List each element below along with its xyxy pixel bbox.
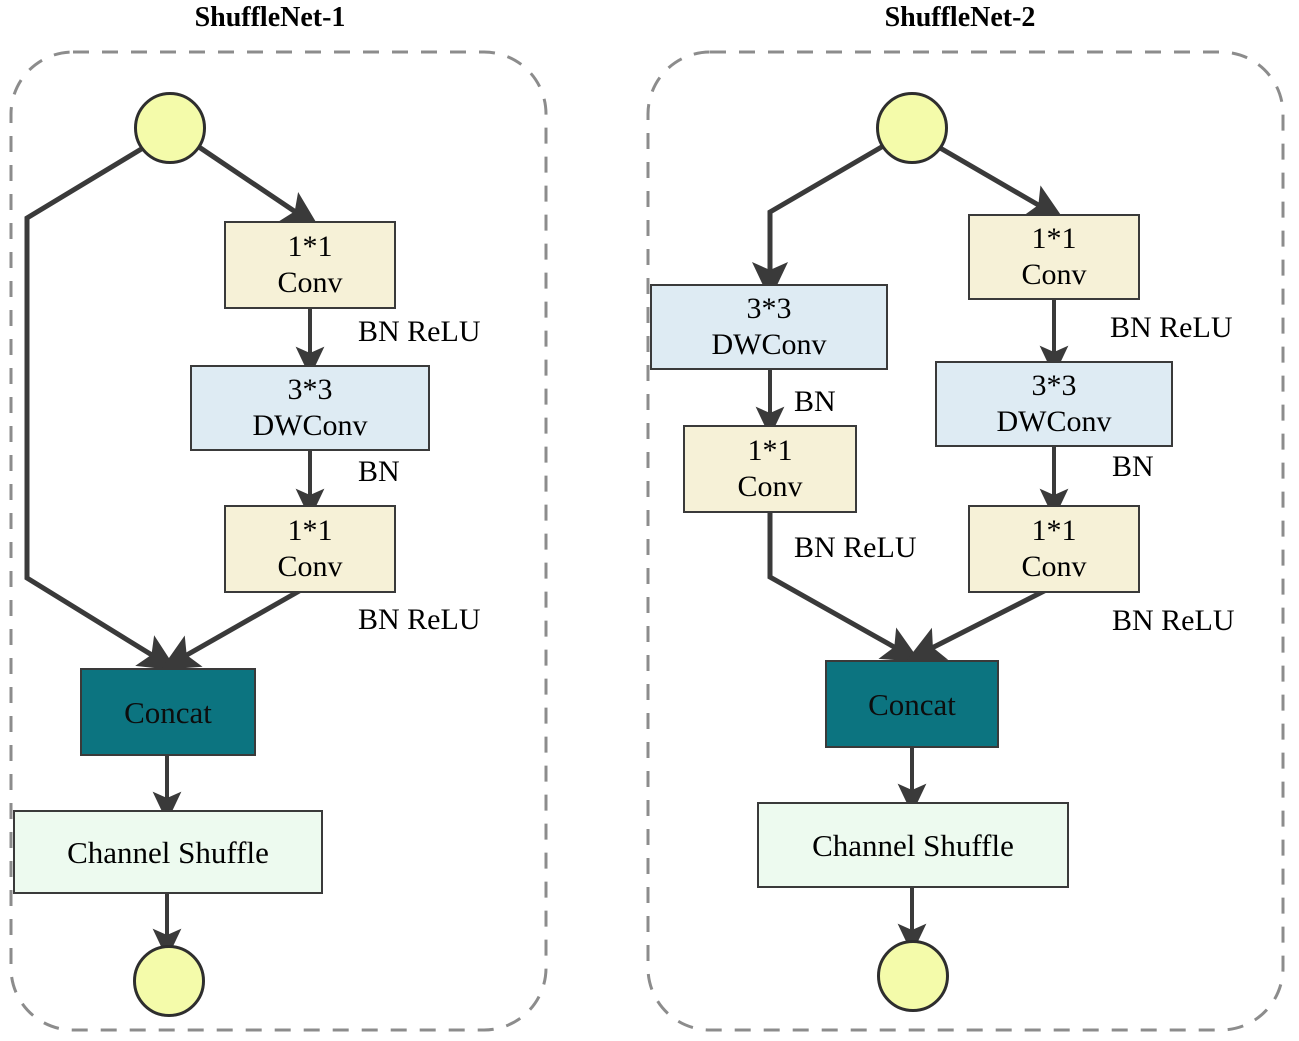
dwconv-box-line1: 3*3 [746, 292, 792, 325]
edge-left-conv-to-concat [767, 512, 921, 662]
conv-box-line1: 1*1 [747, 434, 793, 467]
conv-box-line2: Conv [277, 550, 343, 583]
dwconv-box-line2: DWConv [996, 405, 1112, 438]
dwconv-box-line1: 3*3 [1031, 369, 1077, 402]
edge-label-bn-relu-left-branch-right-panel: BN ReLU [794, 531, 917, 564]
output-node-right [877, 940, 949, 1012]
edge-label-bn-relu-2-left: BN ReLU [358, 603, 481, 636]
dwconv-box-line2: DWConv [711, 328, 827, 361]
conv-box-line1: 1*1 [287, 230, 333, 263]
edge-skip-left [24, 145, 178, 671]
conv-box-line2: Conv [1021, 258, 1087, 291]
conv-box-line2: Conv [737, 470, 803, 503]
dwconv-box-3x3-left[interactable]: 3*3 DWConv [190, 365, 430, 451]
panel-title-shufflenet-1: ShuffleNet-1 [194, 2, 346, 33]
conv-box-line2: Conv [277, 266, 343, 299]
input-node-right [876, 92, 948, 164]
concat-label: Concat [868, 686, 956, 722]
edge-input-to-left-dwconv [751, 142, 887, 301]
edge-label-bn-relu-bottom-right-branch: BN ReLU [1112, 604, 1235, 637]
input-node-left [134, 92, 206, 164]
conv-box-1x1-top-right-branch[interactable]: 1*1 Conv [968, 214, 1140, 300]
conv-box-line1: 1*1 [1031, 222, 1077, 255]
output-node-left [133, 945, 205, 1017]
edge-right-conv-bottom-to-concat [906, 585, 1052, 662]
conv-box-1x1-bottom-right-branch[interactable]: 1*1 Conv [968, 505, 1140, 593]
edge-conv-bottom-to-concat [160, 583, 310, 670]
conv-box-1x1-left-branch-right-panel[interactable]: 1*1 Conv [683, 425, 857, 513]
conv-box-line1: 1*1 [287, 514, 333, 547]
conv-box-1x1-bottom-left[interactable]: 1*1 Conv [224, 505, 396, 593]
conv-box-line1: 1*1 [1031, 514, 1077, 547]
edge-label-bn-left: BN [358, 455, 400, 488]
channel-shuffle-label: Channel Shuffle [67, 834, 269, 870]
edge-input-to-conv-top [194, 142, 320, 229]
edge-label-bn-relu-top-right-branch: BN ReLU [1110, 311, 1233, 344]
dwconv-box-line1: 3*3 [287, 373, 333, 406]
channel-shuffle-label: Channel Shuffle [812, 827, 1014, 863]
dwconv-box-3x3-left-branch-right-panel[interactable]: 3*3 DWConv [650, 284, 888, 370]
panel-border-right [646, 50, 1285, 1032]
edge-input-to-right-conv-top [933, 142, 1065, 221]
panel-title-shufflenet-2: ShuffleNet-2 [884, 2, 1036, 33]
edge-label-bn-left-branch-right-panel: BN [794, 385, 836, 418]
channel-shuffle-box-left[interactable]: Channel Shuffle [13, 810, 323, 894]
concat-box-right[interactable]: Concat [825, 660, 999, 748]
dwconv-box-line2: DWConv [252, 409, 368, 442]
edge-label-bn-relu-1-left: BN ReLU [358, 315, 481, 348]
conv-box-1x1-top-left[interactable]: 1*1 Conv [224, 221, 396, 309]
edge-label-bn-right-branch: BN [1112, 450, 1154, 483]
panel-border-left [9, 50, 548, 1032]
channel-shuffle-box-right[interactable]: Channel Shuffle [757, 802, 1069, 888]
concat-label: Concat [124, 694, 212, 730]
dwconv-box-3x3-right-branch[interactable]: 3*3 DWConv [935, 361, 1173, 447]
conv-box-line2: Conv [1021, 550, 1087, 583]
concat-box-left[interactable]: Concat [80, 668, 256, 756]
